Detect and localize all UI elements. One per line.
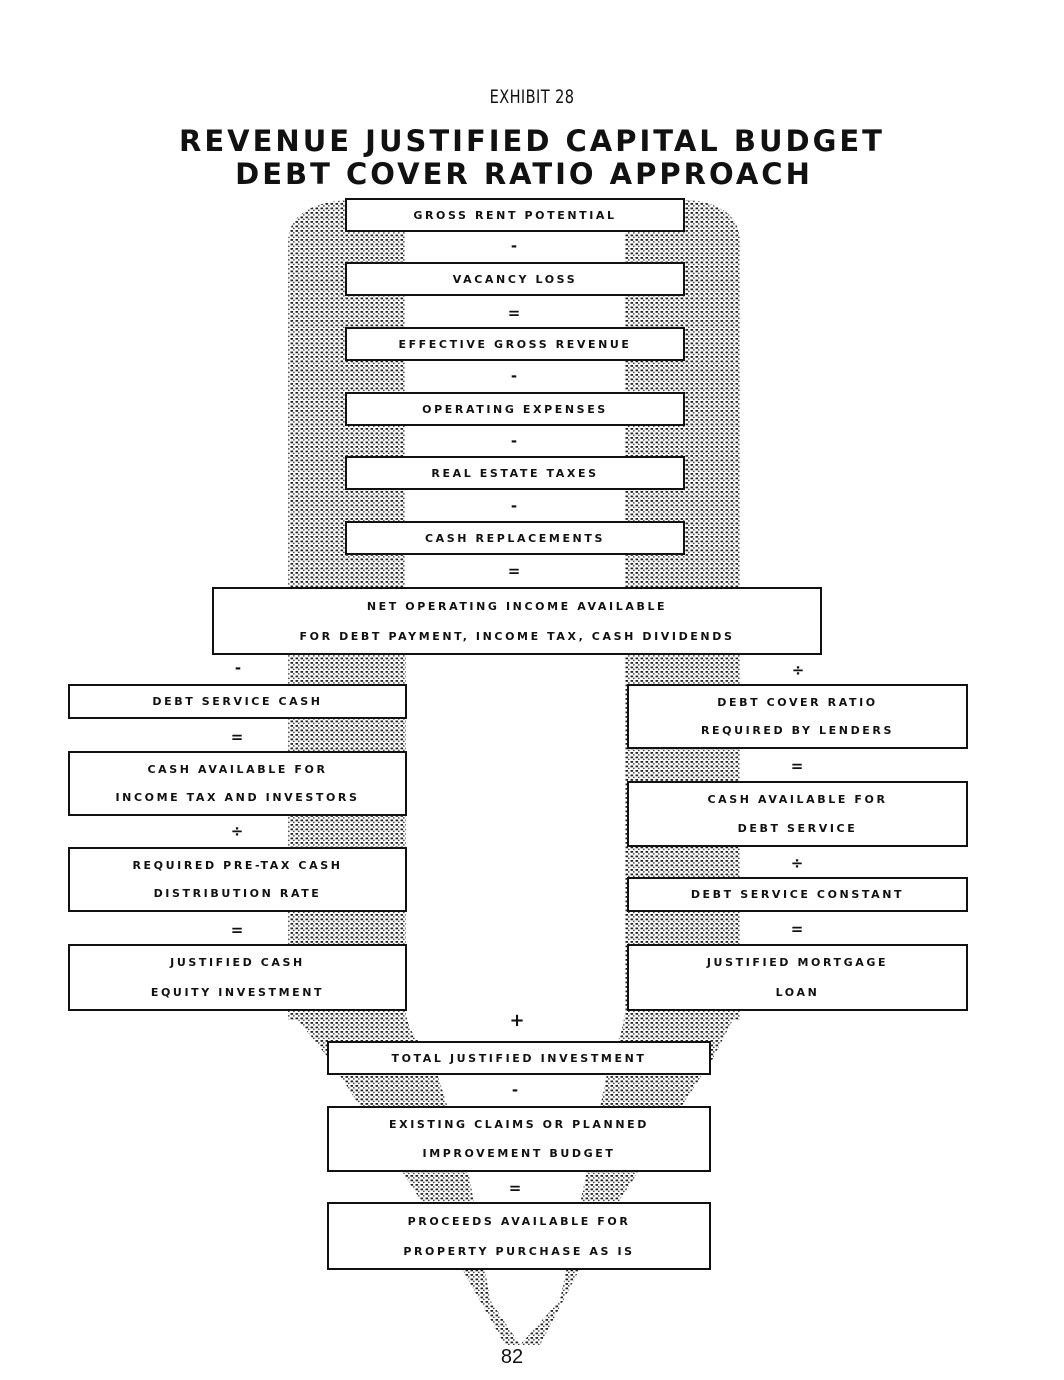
box-label: VACANCY LOSS xyxy=(452,272,578,286)
operator-minus: - xyxy=(510,237,518,255)
debt-cover-ratio-box: DEBT COVER RATIO REQUIRED BY LENDERS xyxy=(627,684,968,749)
effective-gross-revenue-box: EFFECTIVE GROSS REVENUE xyxy=(345,327,685,361)
cash-replacements-box: CASH REPLACEMENTS xyxy=(345,521,685,555)
operator-equals: = xyxy=(507,562,521,580)
page-number: 82 xyxy=(500,1346,524,1368)
box-label: CASH AVAILABLE FOR xyxy=(147,762,328,776)
operator-equals: = xyxy=(230,921,244,939)
vacancy-loss-box: VACANCY LOSS xyxy=(345,262,685,296)
operator-divide: ÷ xyxy=(791,661,805,679)
justified-mortgage-loan-box: JUSTIFIED MORTGAGE LOAN xyxy=(627,944,968,1011)
operator-divide: ÷ xyxy=(790,854,804,872)
operator-minus: - xyxy=(510,432,518,450)
operator-equals: = xyxy=(507,304,521,322)
operator-minus: - xyxy=(511,1081,519,1099)
box-label: INCOME TAX AND INVESTORS xyxy=(115,791,360,805)
box-label: LOAN xyxy=(775,985,820,999)
net-operating-income-box: NET OPERATING INCOME AVAILABLE FOR DEBT … xyxy=(212,587,822,655)
operator-equals: = xyxy=(790,757,804,775)
box-label: TOTAL JUSTIFIED INVESTMENT xyxy=(391,1051,647,1065)
operator-minus: - xyxy=(510,367,518,385)
gross-rent-potential-box: GROSS RENT POTENTIAL xyxy=(345,198,685,232)
existing-claims-improvement-budget-box: EXISTING CLAIMS OR PLANNED IMPROVEMENT B… xyxy=(327,1106,711,1172)
diagram-subtitle: DEBT COVER RATIO APPROACH xyxy=(235,157,813,191)
operator-plus: + xyxy=(509,1010,525,1031)
box-label: REAL ESTATE TAXES xyxy=(431,466,599,480)
box-label: NET OPERATING INCOME AVAILABLE xyxy=(366,599,668,613)
box-label: CASH REPLACEMENTS xyxy=(425,531,605,545)
box-label: REQUIRED BY LENDERS xyxy=(700,724,895,738)
box-label: JUSTIFIED MORTGAGE xyxy=(706,956,889,970)
operator-equals: = xyxy=(790,920,804,938)
debt-service-cash-box: DEBT SERVICE CASH xyxy=(68,684,407,719)
box-label: REQUIRED PRE-TAX CASH xyxy=(132,858,343,872)
box-label: EFFECTIVE GROSS REVENUE xyxy=(398,337,632,351)
box-label: GROSS RENT POTENTIAL xyxy=(413,208,617,222)
box-label: DISTRIBUTION RATE xyxy=(153,887,322,901)
operator-minus: - xyxy=(510,497,518,515)
cash-available-debt-service-box: CASH AVAILABLE FOR DEBT SERVICE xyxy=(627,781,968,847)
box-label: PROPERTY PURCHASE AS IS xyxy=(403,1244,635,1258)
box-label: PROCEEDS AVAILABLE FOR xyxy=(407,1214,631,1228)
box-label: EQUITY INVESTMENT xyxy=(150,985,325,999)
operator-equals: = xyxy=(508,1179,522,1197)
box-label: FOR DEBT PAYMENT, INCOME TAX, CASH DIVID… xyxy=(299,629,735,643)
box-label: DEBT SERVICE xyxy=(737,822,858,835)
real-estate-taxes-box: REAL ESTATE TAXES xyxy=(345,456,685,490)
diagram-title: REVENUE JUSTIFIED CAPITAL BUDGET xyxy=(179,124,885,158)
box-label: EXISTING CLAIMS OR PLANNED xyxy=(389,1118,649,1131)
justified-cash-equity-investment-box: JUSTIFIED CASH EQUITY INVESTMENT xyxy=(68,944,407,1011)
debt-service-constant-box: DEBT SERVICE CONSTANT xyxy=(627,877,968,912)
cash-available-income-tax-investors-box: CASH AVAILABLE FOR INCOME TAX AND INVEST… xyxy=(68,751,407,816)
exhibit-label: EXHIBIT 28 xyxy=(489,86,575,108)
operating-expenses-box: OPERATING EXPENSES xyxy=(345,392,685,426)
box-label: DEBT SERVICE CONSTANT xyxy=(690,888,905,901)
operator-divide: ÷ xyxy=(230,822,244,840)
box-label: IMPROVEMENT BUDGET xyxy=(422,1147,616,1160)
box-label: DEBT COVER RATIO xyxy=(717,695,878,709)
operator-equals: = xyxy=(230,728,244,746)
proceeds-available-property-purchase-box: PROCEEDS AVAILABLE FOR PROPERTY PURCHASE… xyxy=(327,1202,711,1270)
operator-minus: - xyxy=(234,659,242,677)
box-label: CASH AVAILABLE FOR xyxy=(707,793,888,806)
box-label: JUSTIFIED CASH xyxy=(170,956,305,970)
required-pretax-cash-distribution-rate-box: REQUIRED PRE-TAX CASH DISTRIBUTION RATE xyxy=(68,847,407,912)
total-justified-investment-box: TOTAL JUSTIFIED INVESTMENT xyxy=(327,1041,711,1075)
box-label: DEBT SERVICE CASH xyxy=(152,695,323,708)
box-label: OPERATING EXPENSES xyxy=(422,402,608,416)
